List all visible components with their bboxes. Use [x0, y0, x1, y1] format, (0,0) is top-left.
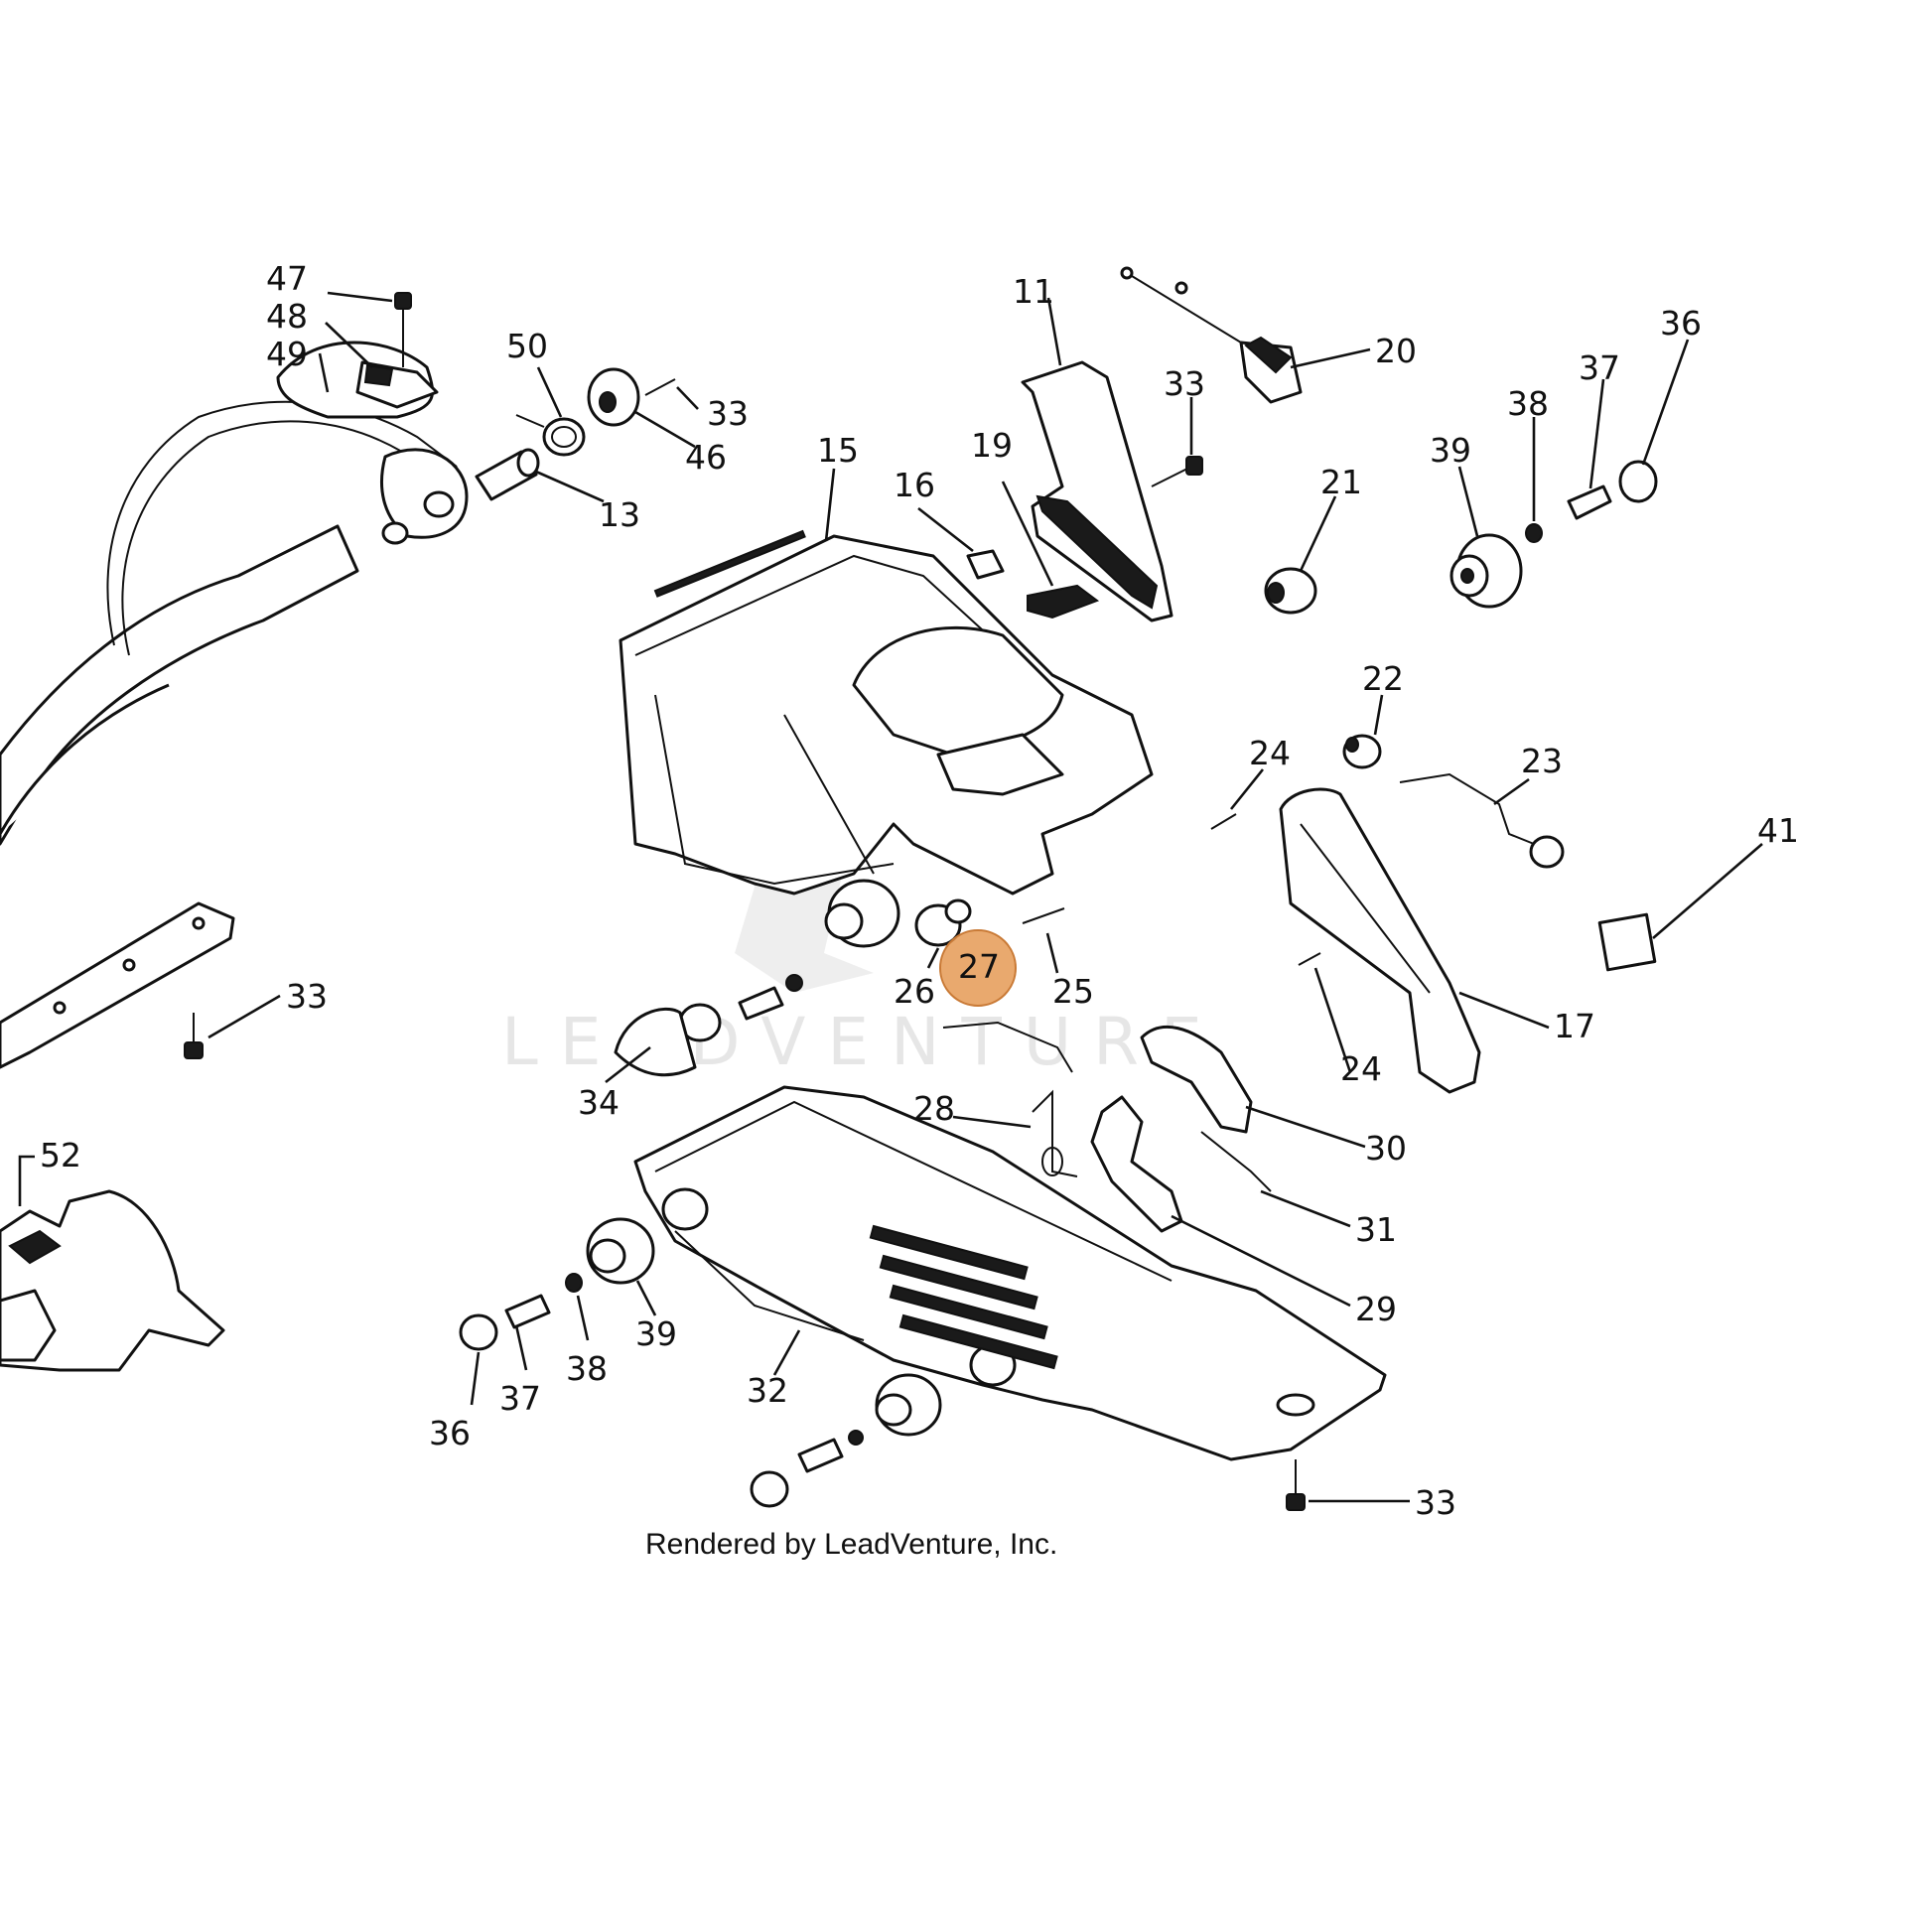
stud-37-lower-icon: [504, 1294, 551, 1329]
bushing-46-icon: [587, 367, 640, 427]
screw-33-mid-icon: [1151, 456, 1203, 487]
callout-28[interactable]: 28: [913, 1089, 955, 1128]
spring-31-icon: [1200, 1131, 1272, 1192]
spring-27-icon: [942, 1021, 1073, 1073]
callout-50[interactable]: 50: [506, 327, 548, 365]
callout-33[interactable]: 33: [707, 394, 749, 433]
cap-bottom-icon: [750, 1470, 789, 1508]
callout-36[interactable]: 36: [429, 1414, 471, 1452]
spring-50-icon: [515, 414, 586, 457]
callout-49[interactable]: 49: [266, 335, 308, 373]
label-41-icon: [1597, 912, 1657, 972]
callout-36[interactable]: 36: [1660, 304, 1702, 343]
clamp-48-icon: [355, 360, 439, 409]
mount-bottom-icon: [875, 1373, 942, 1437]
cap-36-upper-icon: [1618, 460, 1658, 503]
callout-33[interactable]: 33: [1164, 364, 1205, 403]
callout-24[interactable]: 24: [1340, 1049, 1382, 1088]
screw-47-icon: [394, 292, 412, 367]
callout-41[interactable]: 41: [1757, 811, 1799, 850]
callout-48[interactable]: 48: [266, 297, 308, 336]
callout-38[interactable]: 38: [1507, 384, 1549, 423]
mount-39-upper-icon: [1449, 533, 1523, 609]
callout-34[interactable]: 34: [578, 1083, 620, 1122]
washer-38-lower-icon: [565, 1273, 583, 1293]
handle-bar: [0, 341, 469, 846]
callout-27[interactable]: 27: [958, 947, 1000, 986]
callout-11[interactable]: 11: [1013, 272, 1054, 311]
clip-16-icon: [966, 549, 1005, 580]
credit-text: Rendered by LeadVenture, Inc.: [645, 1528, 1057, 1561]
callout-19[interactable]: 19: [971, 426, 1013, 465]
washer-38-upper-icon: [1525, 523, 1543, 543]
callout-33[interactable]: 33: [286, 977, 328, 1016]
plug-22-icon: [1342, 734, 1382, 769]
spring-24-lower-icon: [1298, 952, 1321, 966]
spring-28-icon: [1032, 1089, 1078, 1177]
pad-19-icon: [1027, 584, 1100, 620]
pin-25-icon: [1022, 907, 1065, 924]
callout-52[interactable]: 52: [40, 1136, 81, 1174]
callout-47[interactable]: 47: [266, 259, 308, 298]
highlight-27-marker[interactable]: [939, 929, 1017, 1007]
spring-24-upper-icon: [1210, 813, 1237, 830]
callout-24[interactable]: 24: [1249, 734, 1291, 772]
wire-23-icon: [1399, 772, 1565, 869]
cover-11: [1021, 360, 1173, 622]
callout-16[interactable]: 16: [894, 466, 935, 504]
callout-22[interactable]: 22: [1362, 659, 1404, 698]
callout-33[interactable]: 33: [1415, 1483, 1456, 1522]
stud-37-mid-icon: [738, 974, 803, 1021]
cable-20-icon: [1120, 266, 1303, 404]
screw-33-top-icon: [644, 378, 676, 396]
callout-38[interactable]: 38: [566, 1349, 608, 1388]
callout-37[interactable]: 37: [1579, 348, 1620, 387]
bushing-26-icon: [914, 898, 972, 947]
callout-15[interactable]: 15: [817, 431, 859, 470]
flat-strap: [0, 901, 235, 1069]
callout-30[interactable]: 30: [1365, 1129, 1407, 1168]
callout-46[interactable]: 46: [685, 438, 727, 477]
part-52: [0, 1189, 225, 1372]
stud-bottom-icon: [797, 1430, 864, 1473]
leader-lines: [18, 291, 1763, 1503]
callout-13[interactable]: 13: [599, 495, 640, 534]
callout-23[interactable]: 23: [1521, 742, 1563, 780]
cap-36-lower-icon: [459, 1313, 498, 1351]
callout-39[interactable]: 39: [635, 1314, 677, 1353]
callout-32[interactable]: 32: [747, 1371, 788, 1410]
knob-21-icon: [1264, 567, 1317, 615]
pin-13-icon: [475, 448, 540, 501]
screw-33-bottom-icon: [1286, 1459, 1306, 1511]
callout-20[interactable]: 20: [1375, 332, 1417, 370]
callout-29[interactable]: 29: [1355, 1290, 1397, 1328]
callout-labels: 47 48 49 50 33 46 13 11 20 33 36 37 38 3…: [40, 259, 1799, 1522]
watermark-text: LEADVENTURE: [501, 1004, 1224, 1080]
side-cover-17: [1279, 787, 1481, 1094]
callout-25[interactable]: 25: [1052, 972, 1094, 1011]
grip-pattern: [869, 1224, 1058, 1370]
mount-39-mid-icon: [824, 879, 900, 948]
callout-21[interactable]: 21: [1320, 463, 1362, 501]
screw-33-left-icon: [184, 1013, 204, 1059]
callout-37[interactable]: 37: [499, 1379, 541, 1418]
stud-37-upper-icon: [1567, 484, 1612, 520]
callout-26[interactable]: 26: [894, 972, 935, 1011]
housing-15: [619, 529, 1154, 896]
trigger-29-icon: [1090, 1095, 1183, 1233]
lever-30-icon: [1140, 1025, 1253, 1134]
mount-39-lower-icon: [586, 1217, 655, 1285]
callout-17[interactable]: 17: [1554, 1007, 1595, 1045]
bottom-housing-32: [633, 1085, 1387, 1461]
callout-39[interactable]: 39: [1430, 431, 1471, 470]
callout-31[interactable]: 31: [1355, 1210, 1397, 1249]
